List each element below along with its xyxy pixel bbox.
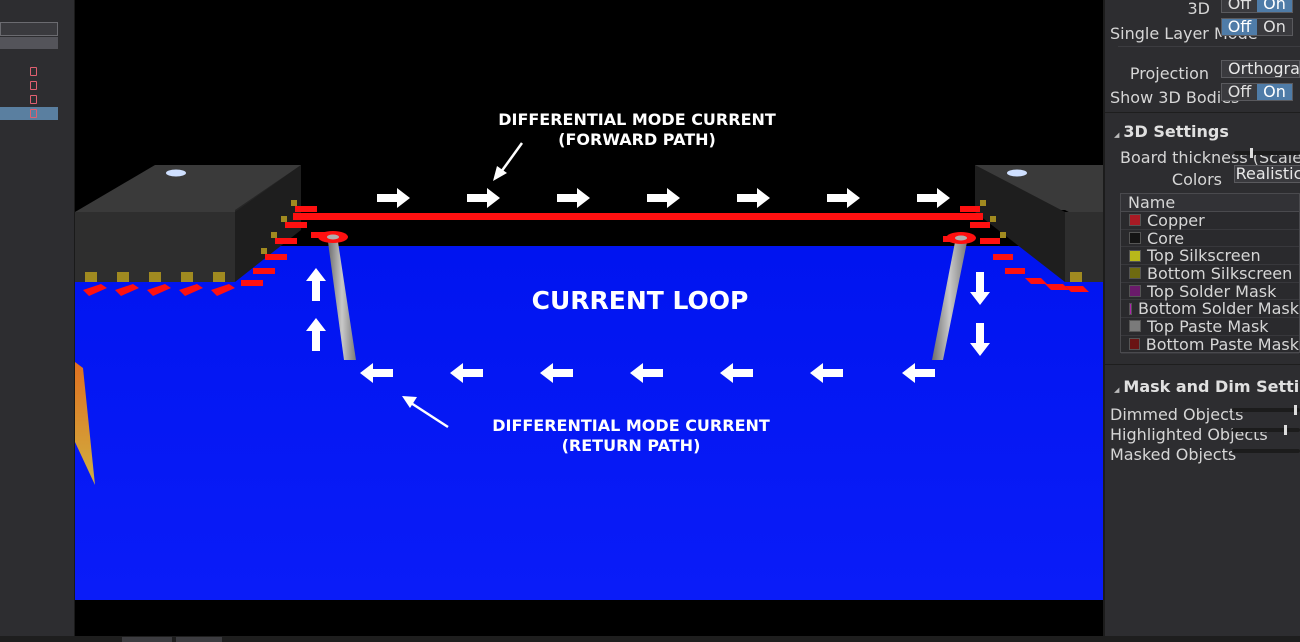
layer-color-row[interactable]: Top Solder Mask bbox=[1121, 281, 1299, 301]
return-annotation-line2: (RETURN PATH) bbox=[561, 436, 701, 455]
mask-dim-title: Mask and Dim Settings bbox=[1123, 377, 1300, 396]
single-layer-on-option[interactable]: On bbox=[1257, 19, 1292, 35]
file-item[interactable] bbox=[0, 93, 58, 106]
forward-arrow bbox=[647, 188, 680, 208]
layer-name: Bottom Paste Mask bbox=[1145, 334, 1299, 354]
mask-dim-settings-header[interactable]: ◢Mask and Dim Settings bbox=[1114, 377, 1300, 396]
file-item[interactable] bbox=[0, 79, 58, 92]
3d-on-option[interactable]: On bbox=[1257, 0, 1292, 12]
layer-color-row[interactable]: Bottom Silkscreen bbox=[1121, 263, 1299, 283]
pcb-3d-scene bbox=[75, 142, 1103, 642]
color-swatch[interactable] bbox=[1129, 320, 1141, 333]
highlighted-objects-slider[interactable] bbox=[1232, 425, 1300, 435]
left-panel bbox=[0, 0, 75, 642]
realistic-colors-button[interactable]: Realistic bbox=[1234, 165, 1300, 183]
forward-arrow bbox=[737, 188, 770, 208]
board-thickness-slider[interactable] bbox=[1234, 148, 1300, 158]
color-swatch[interactable] bbox=[1129, 232, 1141, 245]
3d-settings-header[interactable]: ◢3D Settings bbox=[1114, 122, 1229, 141]
forward-annotation-line1: DIFFERENTIAL MODE CURRENT bbox=[498, 110, 776, 129]
slider-thumb[interactable] bbox=[1284, 425, 1287, 435]
masked-objects-label: Masked Objects bbox=[1110, 445, 1237, 464]
layer-name: Top Solder Mask bbox=[1147, 281, 1277, 301]
3d-settings-title: 3D Settings bbox=[1123, 122, 1229, 141]
document-icon bbox=[30, 67, 37, 76]
layer-color-row[interactable]: Top Paste Mask bbox=[1121, 316, 1299, 336]
layer-name: Core bbox=[1147, 228, 1185, 248]
forward-path-annotation: DIFFERENTIAL MODE CURRENT (FORWARD PATH) bbox=[487, 110, 787, 150]
forward-arrow bbox=[377, 188, 410, 208]
show-3d-on-option[interactable]: On bbox=[1257, 84, 1292, 100]
dimmed-objects-slider[interactable] bbox=[1232, 405, 1300, 415]
show-3d-off-option[interactable]: Off bbox=[1222, 84, 1257, 100]
view-tab[interactable] bbox=[176, 637, 222, 642]
forward-arrow bbox=[467, 188, 500, 208]
3d-off-option[interactable]: Off bbox=[1222, 0, 1257, 12]
slider-thumb[interactable] bbox=[1294, 405, 1297, 415]
single-layer-toggle[interactable]: Off On bbox=[1221, 18, 1293, 36]
layer-name: Top Silkscreen bbox=[1147, 246, 1261, 266]
left-toolbar-strip bbox=[0, 37, 58, 49]
layer-name: Bottom Silkscreen bbox=[1147, 263, 1293, 283]
3d-viewport[interactable]: DIFFERENTIAL MODE CURRENT (FORWARD PATH)… bbox=[75, 0, 1103, 642]
forward-annotation-line2: (FORWARD PATH) bbox=[558, 130, 716, 149]
layer-name: Bottom Solder Mask bbox=[1137, 299, 1299, 319]
ground-plane bbox=[75, 246, 1103, 600]
return-annotation-line1: DIFFERENTIAL MODE CURRENT bbox=[492, 416, 770, 435]
dimmed-objects-label: Dimmed Objects bbox=[1110, 405, 1244, 424]
file-item[interactable] bbox=[0, 65, 58, 78]
color-swatch[interactable] bbox=[1129, 249, 1141, 262]
bottom-tab-strip bbox=[0, 636, 1300, 642]
signal-trace bbox=[293, 213, 983, 220]
document-icon bbox=[30, 95, 37, 104]
left-ic-chip bbox=[75, 165, 317, 296]
3d-toggle[interactable]: Off On bbox=[1221, 0, 1293, 13]
view-tab[interactable] bbox=[122, 637, 172, 642]
3d-label: 3D bbox=[1187, 0, 1211, 18]
projection-label: Projection bbox=[1129, 64, 1209, 83]
forward-arrow bbox=[827, 188, 860, 208]
right-via bbox=[932, 232, 976, 360]
layer-color-row[interactable]: Bottom Solder Mask bbox=[1121, 299, 1299, 319]
single-layer-label: Single Layer Mode bbox=[1110, 24, 1258, 43]
right-ic-chip bbox=[960, 165, 1103, 292]
layer-color-row[interactable]: Core bbox=[1121, 228, 1299, 248]
layer-name: Top Paste Mask bbox=[1147, 316, 1269, 336]
single-layer-off-option[interactable]: Off bbox=[1222, 19, 1257, 35]
color-swatch[interactable] bbox=[1129, 302, 1132, 315]
current-loop-label: CURRENT LOOP bbox=[531, 286, 749, 315]
layer-color-row[interactable]: Top Silkscreen bbox=[1121, 246, 1299, 266]
left-via bbox=[318, 231, 356, 360]
color-swatch[interactable] bbox=[1129, 267, 1141, 280]
table-header-name: Name bbox=[1121, 194, 1299, 212]
colors-label: Colors bbox=[1171, 170, 1222, 189]
file-item-selected[interactable] bbox=[0, 107, 58, 120]
show-3d-bodies-toggle[interactable]: Off On bbox=[1221, 83, 1293, 101]
color-swatch[interactable] bbox=[1129, 338, 1140, 351]
left-search-field[interactable] bbox=[0, 22, 58, 36]
forward-arrow bbox=[557, 188, 590, 208]
layer-color-row[interactable]: Copper bbox=[1121, 210, 1299, 230]
masked-objects-slider[interactable] bbox=[1232, 449, 1300, 453]
color-swatch[interactable] bbox=[1129, 214, 1141, 227]
forward-arrow bbox=[917, 188, 950, 208]
highlighted-objects-label: Highlighted Objects bbox=[1110, 425, 1268, 444]
collapse-triangle-icon: ◢ bbox=[1114, 131, 1120, 139]
return-pointer bbox=[402, 396, 449, 429]
document-icon bbox=[30, 109, 37, 118]
projection-dropdown[interactable]: Orthographic bbox=[1221, 60, 1300, 78]
color-swatch[interactable] bbox=[1129, 285, 1141, 298]
layer-name: Copper bbox=[1147, 210, 1205, 230]
document-icon bbox=[30, 81, 37, 90]
forward-pointer bbox=[493, 142, 524, 181]
slider-thumb[interactable] bbox=[1250, 148, 1253, 158]
component-edge bbox=[75, 362, 95, 485]
collapse-triangle-icon: ◢ bbox=[1114, 386, 1120, 394]
layer-color-row[interactable]: Bottom Paste Mask bbox=[1121, 334, 1299, 354]
return-path-annotation: DIFFERENTIAL MODE CURRENT (RETURN PATH) bbox=[481, 416, 781, 456]
show-3d-bodies-label: Show 3D Bodies bbox=[1110, 88, 1240, 107]
